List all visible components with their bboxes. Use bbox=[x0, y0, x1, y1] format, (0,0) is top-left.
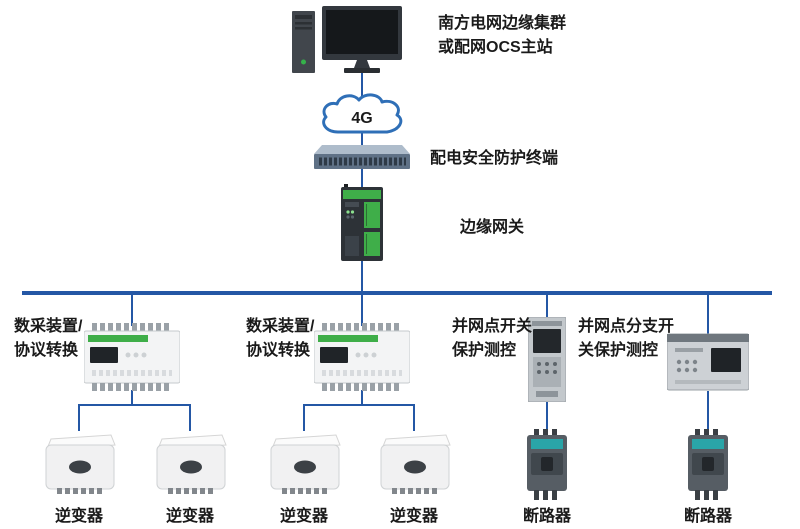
main-station-computer bbox=[292, 6, 407, 76]
daq-device-2 bbox=[313, 323, 411, 391]
drop-line-inverter3 bbox=[303, 404, 305, 431]
drop-line-prot1 bbox=[546, 295, 548, 320]
prot1-label-line2: 保护测控 bbox=[452, 342, 517, 359]
prot2-label: 并网点分支开 关保护测控 bbox=[578, 315, 674, 363]
stem-line-breaker2 bbox=[707, 391, 709, 431]
network-switch-icon bbox=[314, 145, 410, 169]
daq1-label-line1: 数采装置/ bbox=[14, 318, 83, 335]
inverter-label-4: 逆变器 bbox=[389, 508, 438, 525]
inverter-icon bbox=[45, 434, 116, 494]
inverter-label-3: 逆变器 bbox=[279, 508, 328, 525]
breaker-label-1: 断路器 bbox=[522, 508, 571, 525]
security-terminal-switch bbox=[314, 145, 410, 171]
split-line-daq1 bbox=[78, 404, 191, 406]
edge-gateway-icon bbox=[341, 184, 383, 261]
cloud-4g-icon: 4G bbox=[322, 93, 403, 134]
drop-line-prot2 bbox=[707, 295, 709, 335]
daq1-label-line2: 协议转换 bbox=[14, 342, 79, 359]
inverter-2 bbox=[152, 429, 228, 501]
protection-device-1 bbox=[527, 316, 567, 403]
drop-line-daq1 bbox=[131, 295, 133, 326]
circuit-breaker-2 bbox=[685, 429, 731, 501]
inverter-1 bbox=[41, 429, 117, 501]
circuit-breaker-1 bbox=[524, 429, 570, 501]
gateway-label: 边缘网关 bbox=[460, 219, 525, 236]
protection-relay-icon bbox=[666, 333, 750, 391]
din-rail-meter-icon bbox=[83, 323, 181, 391]
main-station-label: 南方电网边缘集群 或配网OCS主站 bbox=[438, 12, 566, 60]
breaker-label-2: 断路器 bbox=[683, 508, 732, 525]
inverter-icon bbox=[156, 434, 227, 494]
prot1-label: 并网点开关 保护测控 bbox=[452, 315, 532, 363]
stem-line-daq1 bbox=[131, 390, 133, 406]
inverter-label-2: 逆变器 bbox=[165, 508, 214, 525]
circuit-breaker-icon bbox=[688, 429, 728, 500]
inverter-icon bbox=[270, 434, 341, 494]
drop-line-daq2 bbox=[361, 295, 363, 326]
edge-gateway bbox=[340, 184, 384, 262]
stem-line-breaker1 bbox=[546, 400, 548, 431]
inverter-3 bbox=[266, 429, 342, 501]
prot2-label-line1: 并网点分支开 bbox=[578, 318, 675, 335]
circuit-breaker-icon bbox=[527, 429, 567, 500]
inverter-icon bbox=[380, 434, 451, 494]
drop-line-inverter2 bbox=[189, 404, 191, 431]
main-station-label-line2: 或配网OCS主站 bbox=[438, 39, 553, 56]
inverter-label-1: 逆变器 bbox=[54, 508, 103, 525]
daq2-label-line2: 协议转换 bbox=[246, 342, 311, 359]
din-rail-meter-icon bbox=[313, 323, 411, 391]
split-line-daq2 bbox=[303, 404, 415, 406]
trunk-line bbox=[361, 72, 363, 293]
daq-device-1 bbox=[83, 323, 181, 391]
drop-line-inverter4 bbox=[413, 404, 415, 431]
daq2-label: 数采装置/ 协议转换 bbox=[246, 315, 314, 363]
prot1-label-line1: 并网点开关 bbox=[452, 318, 533, 335]
switch-label: 配电安全防护终端 bbox=[430, 150, 559, 167]
stem-line-daq2 bbox=[361, 390, 363, 406]
daq2-label-line1: 数采装置/ bbox=[246, 318, 315, 335]
protection-device-2 bbox=[666, 332, 750, 392]
inverter-4 bbox=[376, 429, 452, 501]
protection-device-icon bbox=[527, 316, 567, 403]
prot2-label-line2: 关保护测控 bbox=[578, 342, 659, 359]
desktop-computer-icon bbox=[292, 6, 402, 73]
cloud-4g-label: 4G bbox=[351, 110, 372, 127]
cellular-cloud: 4G bbox=[317, 92, 407, 138]
bus-line bbox=[22, 291, 772, 295]
drop-line-inverter1 bbox=[78, 404, 80, 431]
main-station-label-line1: 南方电网边缘集群 bbox=[438, 15, 567, 32]
daq1-label: 数采装置/ 协议转换 bbox=[14, 315, 82, 363]
